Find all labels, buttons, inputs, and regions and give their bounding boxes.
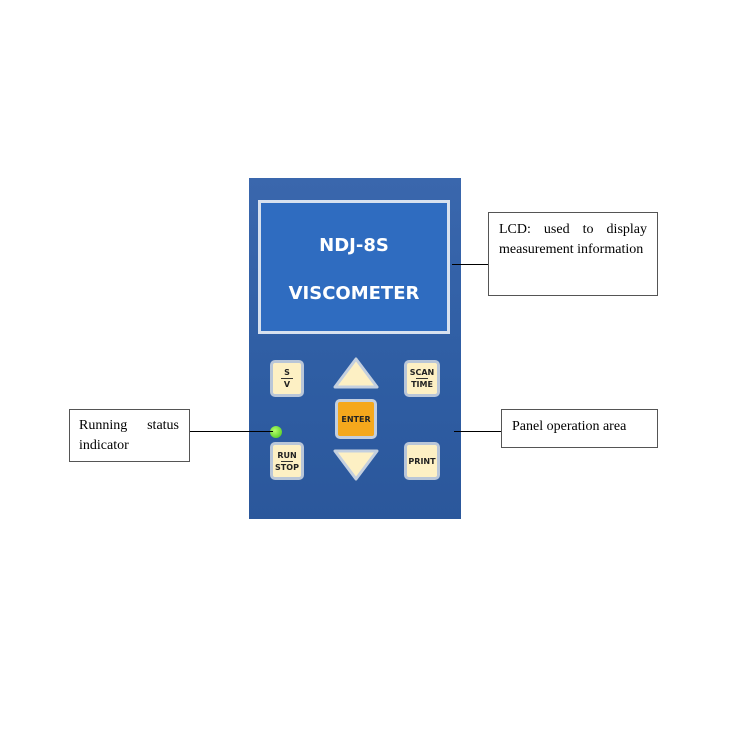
- down-arrow-icon: [333, 449, 379, 481]
- scan-key-top-label: SCAN: [409, 368, 435, 377]
- lcd-title-text: VISCOMETER: [288, 283, 420, 304]
- status-callout-text: Running status indicator: [79, 418, 179, 453]
- scan-key-divider: [416, 378, 428, 379]
- sv-key-divider: [281, 378, 293, 379]
- status-leader-line: [189, 431, 273, 432]
- run-key-top-label: RUN: [277, 450, 297, 460]
- up-arrow-key[interactable]: [332, 356, 380, 390]
- scan-time-key[interactable]: SCAN TIME: [404, 360, 440, 397]
- panel-callout-text: Panel operation area: [512, 419, 627, 434]
- down-arrow-key[interactable]: [332, 448, 380, 482]
- running-status-led: [270, 426, 282, 438]
- panel-callout: Panel operation area: [501, 409, 658, 448]
- lcd-model-text: NDJ-8S: [319, 235, 389, 256]
- lcd-screen: NDJ-8S VISCOMETER: [258, 200, 450, 334]
- status-callout: Running status indicator: [69, 409, 190, 462]
- enter-key-label: ENTER: [341, 414, 371, 424]
- sv-key-top-label: S: [284, 368, 290, 377]
- run-stop-key[interactable]: RUN STOP: [270, 442, 304, 480]
- run-key-bottom-label: STOP: [275, 462, 299, 472]
- sv-key[interactable]: S V: [270, 360, 304, 397]
- lcd-callout-text: LCD: used to display measurement informa…: [499, 222, 647, 257]
- print-key-label: PRINT: [408, 456, 436, 466]
- sv-key-bottom-label: V: [283, 380, 291, 389]
- viscometer-panel: NDJ-8S VISCOMETER S V SCAN TIME ENTER RU…: [249, 178, 461, 519]
- print-key[interactable]: PRINT: [404, 442, 440, 480]
- lcd-leader-line: [452, 264, 489, 265]
- run-key-divider: [281, 460, 293, 462]
- panel-leader-line: [454, 431, 502, 432]
- scan-key-bottom-label: TIME: [411, 380, 433, 389]
- up-arrow-icon: [333, 357, 379, 389]
- lcd-callout: LCD: used to display measurement informa…: [488, 212, 658, 296]
- enter-key[interactable]: ENTER: [335, 399, 377, 439]
